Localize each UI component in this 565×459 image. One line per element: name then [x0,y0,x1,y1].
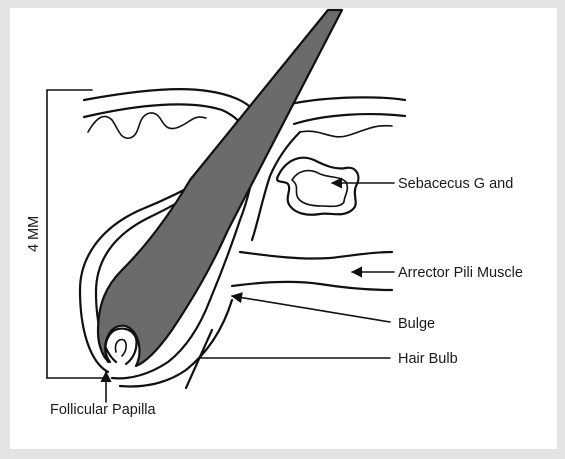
label-follicular-papilla: Follicular Papilla [50,402,157,418]
label-hair-bulb: Hair Bulb [398,351,458,367]
follicular-papilla [104,327,138,366]
label-sebaceous-gland: Sebacecus G and [398,176,513,192]
hair-shaft [96,8,344,368]
label-bulge: Bulge [398,316,435,332]
scale-bar [46,89,106,379]
arrector-pili-muscle [230,250,394,292]
sebaceous-gland [276,156,360,216]
label-arrector-pili: Arrector Pili Muscle [398,265,523,281]
label-scale: 4 MM [26,216,42,252]
